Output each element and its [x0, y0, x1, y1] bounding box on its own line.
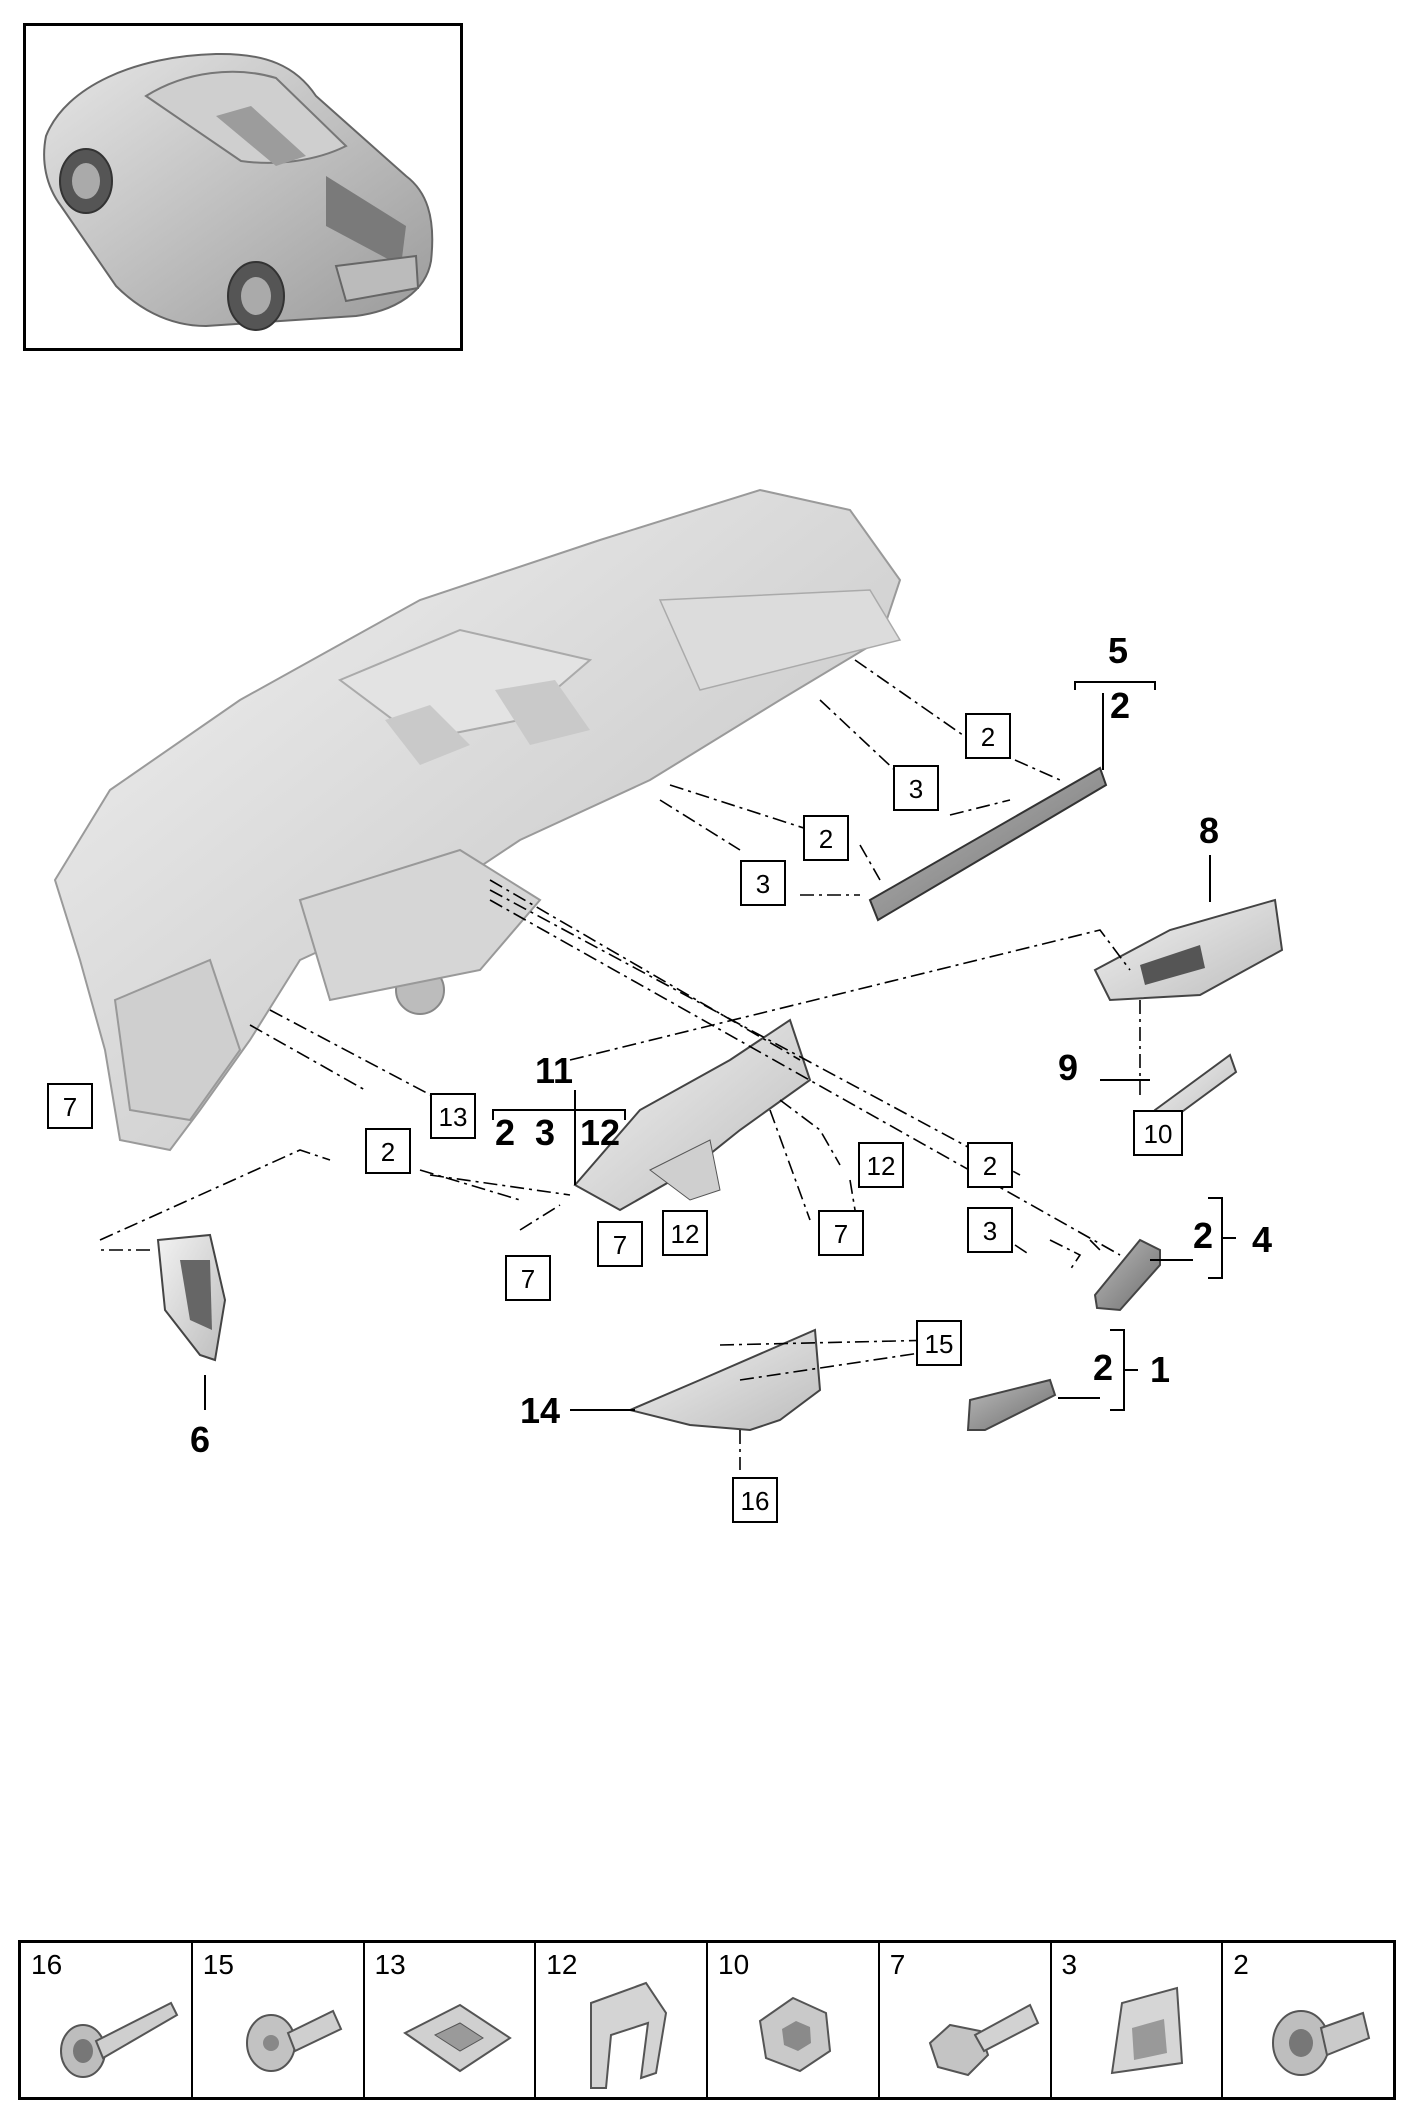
leader-lines [99, 659, 1141, 1470]
legend-number: 16 [31, 1949, 63, 1980]
legend-number: 10 [718, 1949, 750, 1980]
callout-1: 1 [1150, 1349, 1171, 1390]
ref-box-2: 2 [365, 1128, 411, 1174]
callout-9: 9 [1058, 1047, 1079, 1088]
ref-box-16: 16 [732, 1477, 778, 1523]
callout-6: 6 [190, 1419, 211, 1460]
retaining-clip-icon [1110, 1986, 1183, 2075]
fastener-legend: 16 15 13 12 10 7 [18, 1940, 1396, 2100]
ref-box-7: 7 [47, 1083, 93, 1129]
legend-cell-16: 16 [21, 1943, 193, 2097]
ref-box-3: 3 [967, 1207, 1013, 1253]
callout-2: 2 [1193, 1215, 1214, 1256]
ref-box-3: 3 [740, 860, 786, 906]
callout-5: 5 [1108, 630, 1129, 671]
clip-nut-icon [402, 2003, 512, 2073]
ref-box-12: 12 [858, 1142, 904, 1188]
ref-box-15: 15 [916, 1320, 962, 1366]
callout-8: 8 [1199, 810, 1220, 851]
air-vent-right-icon [1093, 898, 1284, 1002]
hex-nut-icon [758, 1996, 832, 2073]
spring-clip-icon [590, 1981, 668, 2089]
callout-4: 4 [1252, 1219, 1273, 1260]
lower-cover-14-icon [626, 1328, 822, 1432]
expanding-rivet-icon [1272, 2010, 1371, 2076]
legend-cell-7: 7 [880, 1943, 1052, 2097]
legend-cell-15: 15 [193, 1943, 365, 2097]
exploded-parts-diagram [53, 488, 1284, 1470]
ref-box-3: 3 [893, 765, 939, 811]
legend-cell-3: 3 [1052, 1943, 1224, 2097]
vehicle-overview-icon [43, 52, 434, 331]
callout-3: 3 [535, 1112, 556, 1153]
legend-number: 13 [374, 1949, 406, 1980]
dashboard-panel-icon [53, 488, 902, 1152]
legend-number: 3 [1061, 1949, 1078, 1980]
air-vent-left-icon [156, 1233, 227, 1362]
ref-box-7: 7 [597, 1221, 643, 1267]
callout-11: 11 [535, 1050, 574, 1091]
legend-number: 2 [1233, 1949, 1249, 1980]
callout-14: 14 [520, 1390, 561, 1431]
trim-strip-upper-icon [868, 766, 1108, 922]
ref-box-2: 2 [965, 713, 1011, 759]
legend-cell-10: 10 [708, 1943, 880, 2097]
callout-2: 2 [495, 1112, 516, 1153]
legend-cell-12: 12 [536, 1943, 708, 2097]
callout-2: 2 [1110, 685, 1131, 726]
cross-member-bracket-icon [573, 1018, 812, 1212]
ref-box-7: 7 [505, 1255, 551, 1301]
hex-bolt-icon [928, 2003, 1040, 2077]
ref-box-12: 12 [662, 1210, 708, 1256]
hex-flange-bolt-icon [245, 2009, 343, 2072]
legend-number: 12 [546, 1949, 578, 1980]
legend-cell-2: 2 [1223, 1943, 1393, 2097]
vehicle-overview-frame [23, 23, 463, 351]
ref-box-2: 2 [967, 1142, 1013, 1188]
ref-box-10: 10 [1133, 1110, 1183, 1156]
ref-box-2: 2 [803, 815, 849, 861]
callout-12: 12 [580, 1112, 621, 1153]
flange-bolt-icon [60, 2001, 179, 2078]
legend-number: 7 [889, 1949, 906, 1980]
legend-cell-13: 13 [365, 1943, 537, 2097]
legend-number: 15 [202, 1949, 234, 1980]
ref-box-7: 7 [818, 1210, 864, 1256]
ref-box-13: 13 [430, 1093, 476, 1139]
trim-panel-4-icon [1093, 1238, 1161, 1312]
grouping-brackets [492, 681, 1236, 1411]
callout-2: 2 [1093, 1347, 1114, 1388]
trim-panel-1-icon [966, 1378, 1057, 1431]
